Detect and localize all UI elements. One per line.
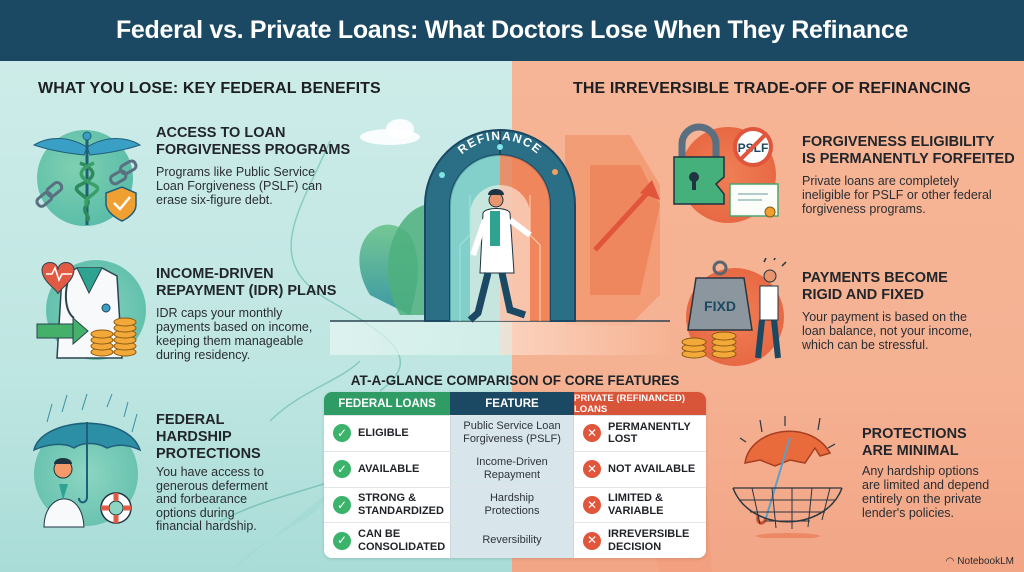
check-icon: ✓ — [333, 424, 351, 443]
cross-icon: ✕ — [583, 424, 601, 443]
cross-icon: ✕ — [583, 495, 601, 514]
federal-cell: ✓ ELIGIBLE — [324, 416, 450, 451]
broken-lock-no-pslf-certificate-icon: PSLF — [668, 122, 779, 227]
broken-umbrella-net-icon — [730, 408, 843, 538]
benefit-heading: INCOME-DRIVEN REPAYMENT (IDR) PLANS — [156, 266, 337, 299]
tradeoff-description: Private loans are completely ineligible … — [802, 174, 992, 216]
check-icon: ✓ — [333, 460, 351, 479]
tradeoff-description: Your payment is based on the loan balanc… — [802, 310, 973, 352]
tradeoff-minimal-protections: PROTECTIONS ARE MINIMAL Any hardship opt… — [730, 408, 989, 538]
header-feature: FEATURE — [450, 392, 574, 415]
check-icon: ✓ — [333, 495, 351, 514]
benefit-heading: ACCESS TO LOAN FORGIVENESS PROGRAMS — [156, 125, 351, 158]
cross-icon: ✕ — [583, 531, 601, 550]
notebooklm-logo-icon: ◠ — [945, 556, 955, 567]
benefit-description: You have access to generous deferment an… — [156, 465, 268, 533]
header-private-loans: PRIVATE (REFINANCED) LOANS — [574, 392, 706, 415]
private-cell: ✕ LIMITED &VARIABLE — [574, 487, 706, 523]
benefit-hardship-protections: FEDERAL HARDSHIP PROTECTIONS You have ac… — [32, 392, 268, 534]
tradeoff-heading: PROTECTIONS ARE MINIMAL — [862, 426, 967, 459]
header-federal-loans: FEDERAL LOANS — [324, 392, 450, 415]
check-icon: ✓ — [333, 531, 351, 550]
benefit-description: Programs like Public Service Loan Forgiv… — [156, 165, 323, 207]
federal-cell: ✓ AVAILABLE — [324, 451, 450, 487]
title-bar: Federal vs. Private Loans: What Doctors … — [0, 0, 1024, 61]
benefit-description: IDR caps your monthly payments based on … — [156, 306, 313, 362]
tradeoff-forgiveness-forfeited: PSLF FORGIVENESS ELIGIBILITY IS PERMANEN… — [668, 122, 1015, 227]
federal-cell: ✓ STRONG &STANDARDIZED — [324, 487, 450, 523]
federal-benefits-heading: WHAT YOU LOSE: KEY FEDERAL BENEFITS — [38, 80, 381, 97]
notebooklm-watermark: ◠ NotebookLM — [945, 556, 1014, 567]
benefit-heading: FEDERAL HARDSHIP PROTECTIONS — [156, 412, 261, 462]
comparison-header-row: FEDERAL LOANS FEATURE PRIVATE (REFINANCE… — [324, 392, 706, 415]
umbrella-doctor-lifebuoy-icon — [32, 392, 142, 532]
feature-cell: Reversibility — [450, 523, 574, 558]
benefit-income-driven-repayment: INCOME-DRIVEN REPAYMENT (IDR) PLANS IDR … — [32, 258, 336, 363]
cross-icon: ✕ — [583, 460, 601, 479]
refinance-arch-illustration: REFINANCE — [330, 95, 670, 355]
benefit-loan-forgiveness: ACCESS TO LOAN FORGIVENESS PROGRAMS Prog… — [32, 125, 350, 230]
fixed-weight-stressed-man-icon: FIXD — [678, 258, 788, 366]
tradeoff-description: Any hardship options are limited and dep… — [862, 464, 990, 520]
comparison-title: AT-A-GLANCE COMPARISON OF CORE FEATURES — [350, 373, 680, 388]
caduceus-broken-chain-shield-icon — [32, 125, 142, 230]
tradeoff-rigid-payments: FIXD PAYMENTS BECOME RIGID AND FIXED You… — [678, 258, 973, 366]
fixed-weight-label: FIXD — [704, 298, 736, 314]
doctor-coat-heart-coins-icon — [32, 258, 146, 363]
page-title: Federal vs. Private Loans: What Doctors … — [115, 16, 909, 44]
tradeoff-heading: PAYMENTS BECOME RIGID AND FIXED — [802, 270, 948, 303]
refinancing-tradeoff-heading: THE IRREVERSIBLE TRADE-OFF OF REFINANCIN… — [573, 80, 971, 97]
tradeoff-heading: FORGIVENESS ELIGIBILITY IS PERMANENTLY F… — [802, 134, 1015, 167]
comparison-table: FEDERAL LOANS FEATURE PRIVATE (REFINANCE… — [324, 392, 706, 558]
private-cell: ✕ NOT AVAILABLE — [574, 451, 706, 487]
